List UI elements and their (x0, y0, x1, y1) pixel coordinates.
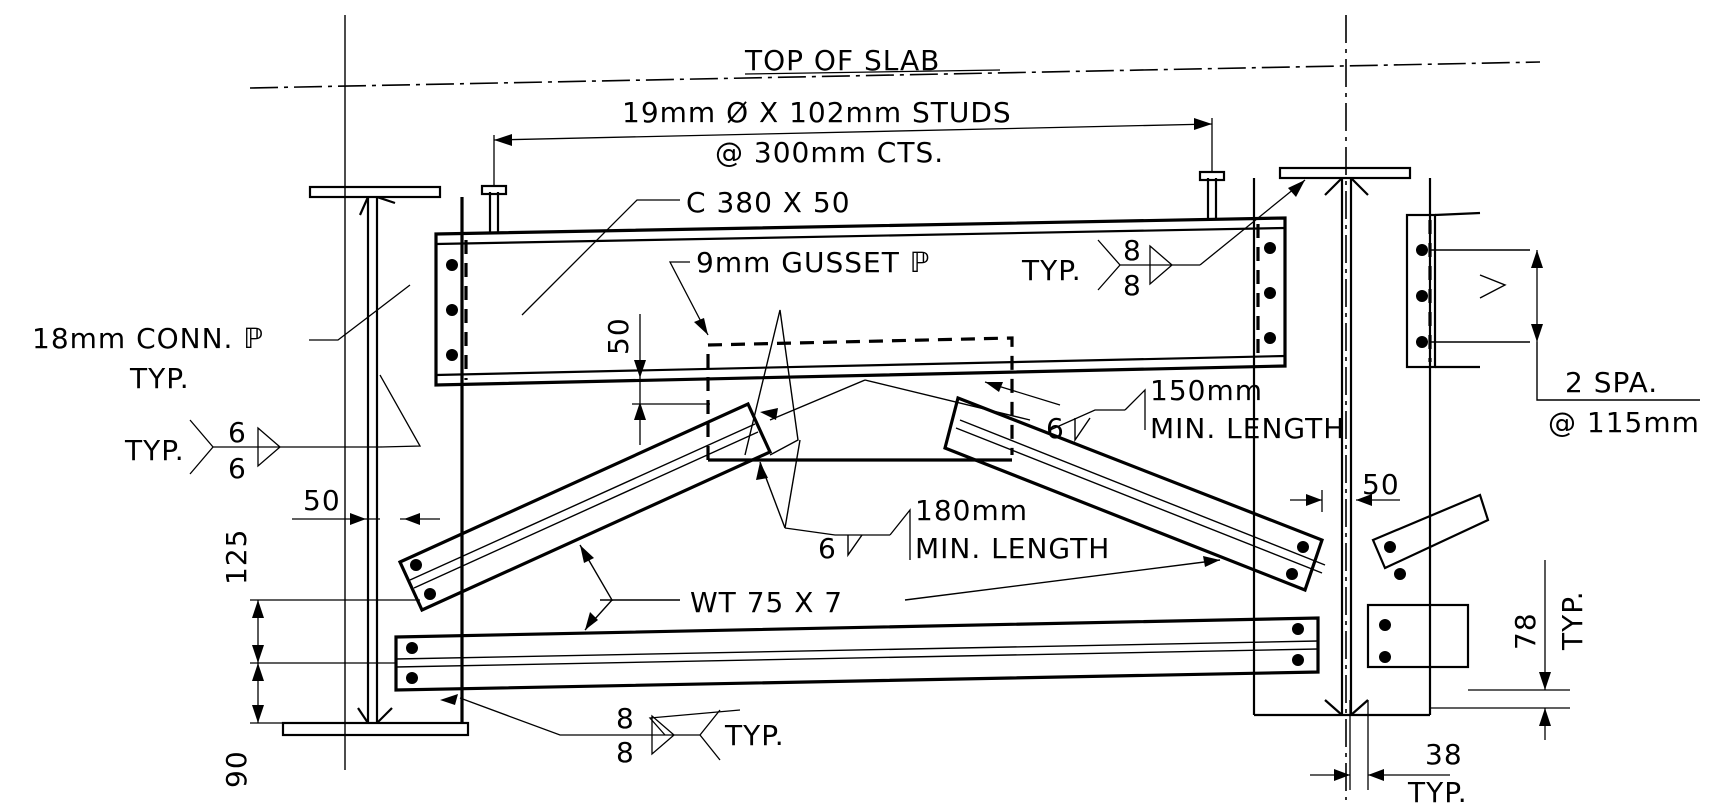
shear-studs (480, 170, 1226, 234)
left-beam (281, 185, 470, 737)
dim-78: 78 (1509, 612, 1542, 650)
dim-125: 125 (220, 529, 253, 585)
min-length-180-label-2: MIN. LENGTH (915, 532, 1110, 565)
weld-150-size: 6 (1046, 412, 1065, 445)
weld-left-bottom: 6 (228, 452, 247, 485)
right-diagonal-brace (943, 395, 1325, 593)
top-of-slab-line (249, 61, 1541, 89)
dim-38-typ: TYP. (1407, 776, 1468, 809)
channel-c380x50 (434, 216, 1287, 387)
bolt (1264, 242, 1276, 254)
weld-top-right-top: 8 (1123, 234, 1142, 267)
leaders (189, 118, 1700, 790)
wt-label: WT 75 X 7 (690, 586, 843, 619)
labels: TOP OF SLAB 19mm Ø X 102mm STUDS @ 300mm… (32, 44, 1700, 809)
centerlines (249, 15, 1541, 800)
weld-bottom-top: 8 (616, 702, 635, 735)
dim-50-right: 50 (1362, 468, 1400, 501)
studs-label-1: 19mm Ø X 102mm STUDS (622, 96, 1012, 129)
bolt (1264, 287, 1276, 299)
conn-plate-label-2: TYP. (129, 362, 190, 395)
weld-180-size: 6 (818, 532, 837, 565)
bolt (1264, 332, 1276, 344)
min-length-180-label-1: 180mm (915, 494, 1028, 527)
conn-plate-label-1: 18mm CONN. ℙ (32, 322, 264, 355)
spacing-label-1: 2 SPA. (1565, 366, 1658, 399)
weld-bottom-bottom: 8 (616, 736, 635, 769)
dim-78-typ: TYP. (1556, 590, 1589, 651)
diagonal-braces (397, 395, 1326, 613)
weld-bottom-suffix: TYP. (724, 719, 785, 752)
weld-top-right-prefix: TYP. (1021, 254, 1082, 287)
gusset-plate (706, 336, 1014, 462)
left-diagonal-brace (397, 401, 773, 613)
min-length-150-label-2: MIN. LENGTH (1150, 412, 1345, 445)
bolt (446, 349, 458, 361)
dim-90: 90 (220, 750, 253, 788)
weld-top-right-bottom: 8 (1123, 269, 1142, 302)
dim-50-top: 50 (602, 317, 635, 355)
weld-left-prefix: TYP. (124, 434, 185, 467)
bolt (446, 259, 458, 271)
min-length-150-label-1: 150mm (1150, 374, 1263, 407)
bottom-horizontal-brace (394, 616, 1320, 692)
gusset-label: 9mm GUSSET ℙ (696, 246, 930, 279)
weld-left-top: 6 (228, 416, 247, 449)
dim-50-left: 50 (303, 484, 341, 517)
studs-label-2: @ 300mm CTS. (715, 136, 944, 169)
bolt (446, 304, 458, 316)
right-beam (1252, 166, 1432, 717)
right-stub-connection (1366, 211, 1530, 669)
channel-label: C 380 X 50 (686, 186, 851, 219)
spacing-label-2: @ 115mm (1548, 406, 1700, 439)
dim-38: 38 (1425, 738, 1463, 771)
